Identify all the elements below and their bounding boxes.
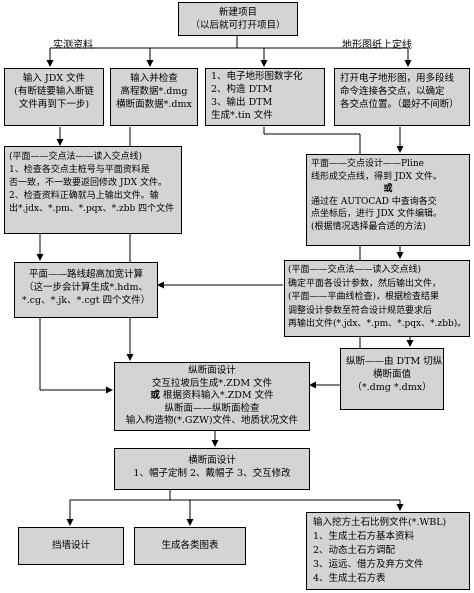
cross-line1: 横断面设计 (188, 455, 236, 466)
right-jd-line5: 再输出文件(*.jdx、*.pm、*.pqx、*.zbb)。 (288, 319, 467, 329)
profile-line1: 纵断面设计 (188, 365, 236, 376)
cross-line2: 1、帽子定制 2、戴帽子 3、交互修改 (133, 468, 291, 479)
left-jd-line2: 1、检查各交点主桩号与平面资料是 (9, 165, 150, 175)
input-check-line3: 横断面数据*.dmx (116, 99, 192, 110)
input-check-line2: 高程数据*.dmg (120, 86, 188, 97)
topo-box: 打开电子地形图，用多段线 命令连接各交点，以确定 各交点位置。（最好不间断） (334, 68, 470, 126)
dtm-line1: 1、电子地形图数字化 (211, 71, 303, 82)
left-jd-line5: 出*.jdx、*.pm、*.pqx、*.zbb 四个文件 (9, 204, 175, 214)
earthwork-line5: 4、生成土石方表 (313, 573, 386, 584)
dtm-line3: 3、输出 DTM (211, 97, 273, 108)
pline-line3: 通过在 AUTOCAD 中查询各交 (311, 196, 437, 207)
input-jdx-line1: 输入 JDX 文件 (22, 73, 86, 84)
earthwork-box: 输入挖方土石比例文件(*.WBL) 1、生成土石方基本资料 2、动态土石方调配 … (306, 512, 470, 590)
right-jd-box: (平面——交点法——读入交点线) 确定平面各设计参数，然后输出文件， (平面——… (284, 260, 470, 337)
pline-line2: 线形成交点线，得到 JDX 文件。 (311, 171, 442, 182)
left-jd-box: (平面——交点法——读入交点线) 1、检查各交点主桩号与平面资料是 否一致，不一… (4, 146, 182, 234)
profile-line2: 交互拉坡后生成*.ZDM 文件 (151, 377, 273, 389)
dtm-box: 1、电子地形图数字化 2、构造 DTM 3、输出 DTM 生成*.tin 文件 (205, 68, 325, 126)
dtm-cut-box: 纵断——由 DTM 切纵 横断面值 （*.dmg *.dmx） (340, 348, 444, 410)
route-line1: 平面——路线超高加宽计算 (28, 269, 143, 280)
input-jdx-line3: 文件再到下一步) (18, 99, 90, 110)
tables-label: 生成各类图表 (161, 540, 219, 551)
left-jd-line3: 否一致，不一致要返回修改 JDX 文件。 (9, 178, 167, 188)
route-line2: （这一步会计算生成*.hdm、 (24, 282, 148, 293)
dtm-line2: 2、构造 DTM (211, 84, 273, 95)
retaining-wall-label: 挡墙设计 (51, 540, 90, 551)
earthwork-line3: 2、动态土石方调配 (313, 545, 396, 556)
topo-line2: 命令连接各交点，以确定 (340, 86, 445, 97)
tables-box: 生成各类图表 (134, 527, 246, 565)
left-jd-line4: 2、检查资料正确就马上输出文件。输 (9, 191, 159, 201)
earthwork-line1: 输入挖方土石比例文件(*.WBL) (313, 517, 447, 528)
input-jdx-line2: (有断链要输入断链 (14, 86, 94, 97)
branch-label-right: 地形图纸上定线 (342, 40, 412, 51)
right-jd-line3: (平面——平曲线检查)，根据检查结果 (288, 292, 440, 302)
right-jd-line4: 调整设计参数至符合设计规范要求后 (288, 305, 433, 316)
route-line3: *.cg、*.jk、*.cgt 四个文件） (21, 295, 151, 306)
input-jdx-box: 输入 JDX 文件 (有断链要输入断链 文件再到下一步) (4, 68, 104, 126)
profile-box: 纵断面设计 交互拉坡后生成*.ZDM 文件 或 根据资料输入*.ZDM 文件 纵… (114, 362, 310, 431)
branch-label-left: 实测资料 (53, 40, 93, 51)
pline-line1: 平面——交点设计——Pline (311, 159, 424, 169)
profile-line3: 根据资料输入*.ZDM 文件 (162, 390, 274, 401)
retaining-wall-box: 挡墙设计 (18, 527, 124, 565)
dtm-cut-line2: 横断面值 (372, 369, 411, 380)
pline-or: 或 (383, 184, 393, 194)
profile-or: 或 (150, 390, 160, 401)
right-jd-line1: (平面——交点法——读入交点线) (288, 265, 422, 275)
dtm-line4: 生成*.tin 文件 (211, 110, 273, 121)
profile-line5: 输入构造物(*.GZW)文件、地质状况文件 (125, 415, 299, 426)
earthwork-line4: 3、运远、借方及弃方文件 (313, 559, 424, 570)
cross-box: 横断面设计 1、帽子定制 2、戴帽子 3、交互修改 (114, 448, 310, 490)
pline-box: 平面——交点设计——Pline 线形成交点线，得到 JDX 文件。 或 通过在 … (306, 154, 470, 246)
earthwork-line2: 1、生成土石方基本资料 (313, 531, 415, 542)
dtm-cut-line3: （*.dmg *.dmx） (352, 382, 432, 393)
topo-line1: 打开电子地形图，用多段线 (340, 73, 455, 84)
right-jd-line2: 确定平面各设计参数，然后输出文件， (288, 278, 442, 289)
new-project-line2: （以后就可打开项目） (190, 20, 286, 31)
dtm-cut-line1: 纵断——由 DTM 切纵 (346, 356, 443, 367)
route-box: 平面——路线超高加宽计算 （这一步会计算生成*.hdm、 *.cg、*.jk、*… (14, 262, 158, 318)
pline-line5: (根据情况选择最合适的方法) (311, 221, 427, 232)
input-check-box: 输入并检查 高程数据*.dmg 横断面数据*.dmx (110, 68, 198, 126)
topo-line3: 各交点位置。（最好不间断） (340, 99, 459, 110)
left-jd-line1: (平面——交点法——读入交点线) (9, 152, 143, 162)
new-project-line1: 新建项目 (218, 7, 257, 18)
input-check-line1: 输入并检查 (130, 73, 178, 84)
pline-line4: 点坐标后，进行 JDX 文件编辑。 (311, 209, 442, 219)
profile-line4: 纵断面——纵断面检查 (164, 402, 260, 414)
new-project-box: 新建项目 （以后就可打开项目） (178, 2, 298, 36)
